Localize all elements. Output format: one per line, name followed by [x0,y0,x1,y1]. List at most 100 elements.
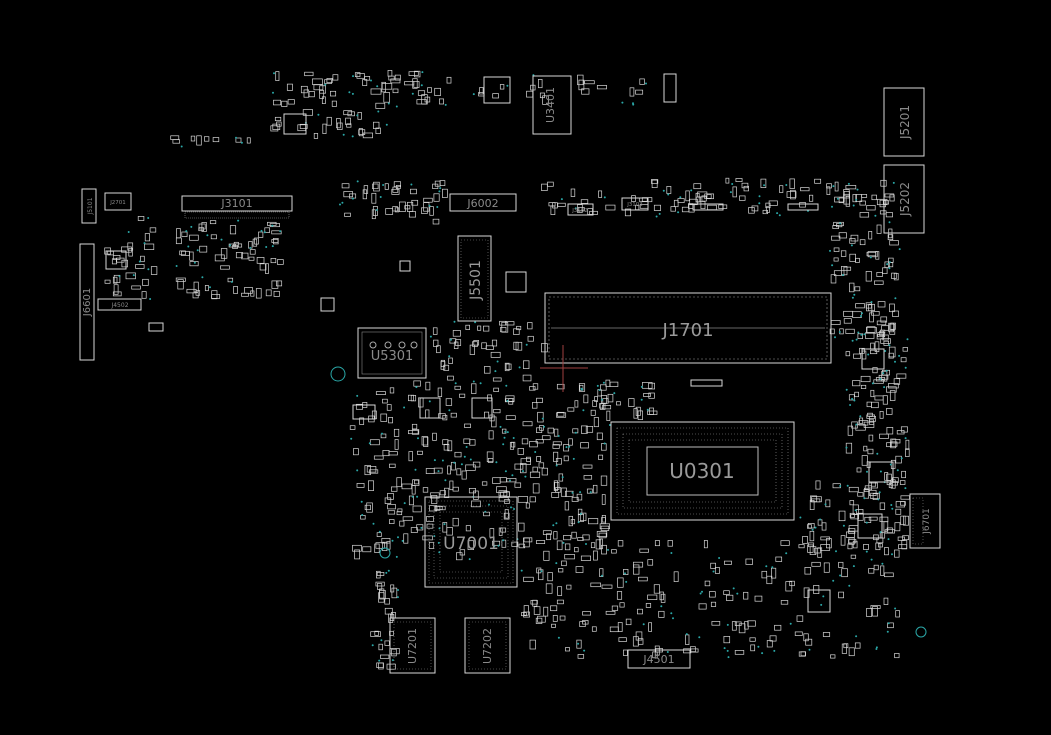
passive-component [529,386,536,391]
passive-component [563,455,569,462]
passive-component [647,594,658,600]
passive-component [483,511,490,517]
connector-j5501[interactable]: J5501 [457,235,492,322]
via [391,659,394,662]
chip-u7201[interactable]: U7201 [389,617,436,674]
passive-component [637,638,644,645]
passive-component [523,576,534,582]
via [411,92,414,95]
passive-component [471,383,477,394]
passive-component [368,480,374,491]
connector-j6002[interactable]: J6002 [449,193,517,212]
passive-component [427,87,432,93]
passive-component [326,78,333,84]
passive-component [425,381,431,391]
passive-component [866,326,876,333]
passive-component [882,200,889,205]
via [410,183,413,186]
passive-component [493,387,499,392]
via [472,93,475,96]
passive-component [376,532,382,537]
passive-component [393,181,401,188]
passive-component [876,320,887,326]
passive-component [241,252,249,260]
connector-j6701[interactable]: J6701 [909,493,941,549]
connector-j5201[interactable]: J5201 [883,87,925,157]
passive-component [598,532,607,539]
passive-component [532,483,540,494]
connector-j3103[interactable]: J3103 [621,197,649,211]
chip-u7202[interactable]: U7202 [464,617,511,674]
passive-component [874,280,884,285]
via [658,212,661,215]
passive-component [866,327,877,334]
passive-component [464,423,471,428]
connector-j5501-label: J5501 [468,260,484,301]
passive-component [859,200,866,206]
passive-component [421,207,428,214]
passive-component [744,621,749,630]
connector-j4502[interactable]: J4502 [97,298,142,311]
passive-component [617,577,624,588]
via [506,431,509,434]
via [421,71,424,74]
passive-component [461,470,467,480]
via [504,430,507,433]
passive-component [554,482,560,490]
connector-j6601[interactable]: J6601 [79,243,95,361]
via [601,398,603,401]
passive-component [390,78,401,84]
connector-j2701[interactable]: J2701 [104,192,132,211]
connector-j3101[interactable]: J3101 [181,195,293,219]
passive-component [563,444,570,452]
passive-component [648,392,655,399]
passive-component [850,234,859,242]
via [585,543,587,545]
passive-component [538,79,543,89]
connector-j3102[interactable]: J3102 [567,203,594,216]
passive-component [580,199,589,204]
passive-component [596,85,607,90]
via [147,268,150,271]
passive-component [611,549,617,554]
via [518,366,521,369]
passive-component [564,554,575,560]
passive-component [505,395,515,402]
chip-u3401[interactable]: U3401 [532,75,572,135]
chip-u5301[interactable]: U5301 [357,327,427,379]
passive-component [876,198,888,206]
passive-component [505,363,512,370]
connector-j1701[interactable]: J1701 [544,292,832,364]
chip-u0301[interactable]: U0301 [610,421,795,521]
chip-u7001[interactable]: U7001 [424,496,518,588]
via [391,539,394,542]
fiducial-mark [915,626,927,638]
passive-component [556,599,564,605]
via [263,231,266,234]
passive-component [399,201,406,212]
connector-j5101[interactable]: J5101 [81,188,97,224]
passive-component [582,464,593,469]
connector-j4501[interactable]: J4501 [627,649,691,669]
via [579,512,582,515]
passive-component [557,202,566,207]
passive-component [863,421,875,428]
passive-component [618,637,627,642]
passive-component [831,235,841,241]
passive-component [408,430,419,435]
via [640,385,643,388]
passive-component [820,544,831,551]
connector-j5202[interactable]: J5202 [883,164,925,234]
passive-component [635,89,644,95]
passive-component [576,639,582,649]
via [758,195,761,198]
small-ic [857,513,883,539]
via [540,570,543,573]
via [378,530,381,533]
passive-component [552,202,558,209]
via [602,381,605,384]
passive-component [210,234,217,240]
via [147,217,150,219]
passive-component [442,439,449,446]
